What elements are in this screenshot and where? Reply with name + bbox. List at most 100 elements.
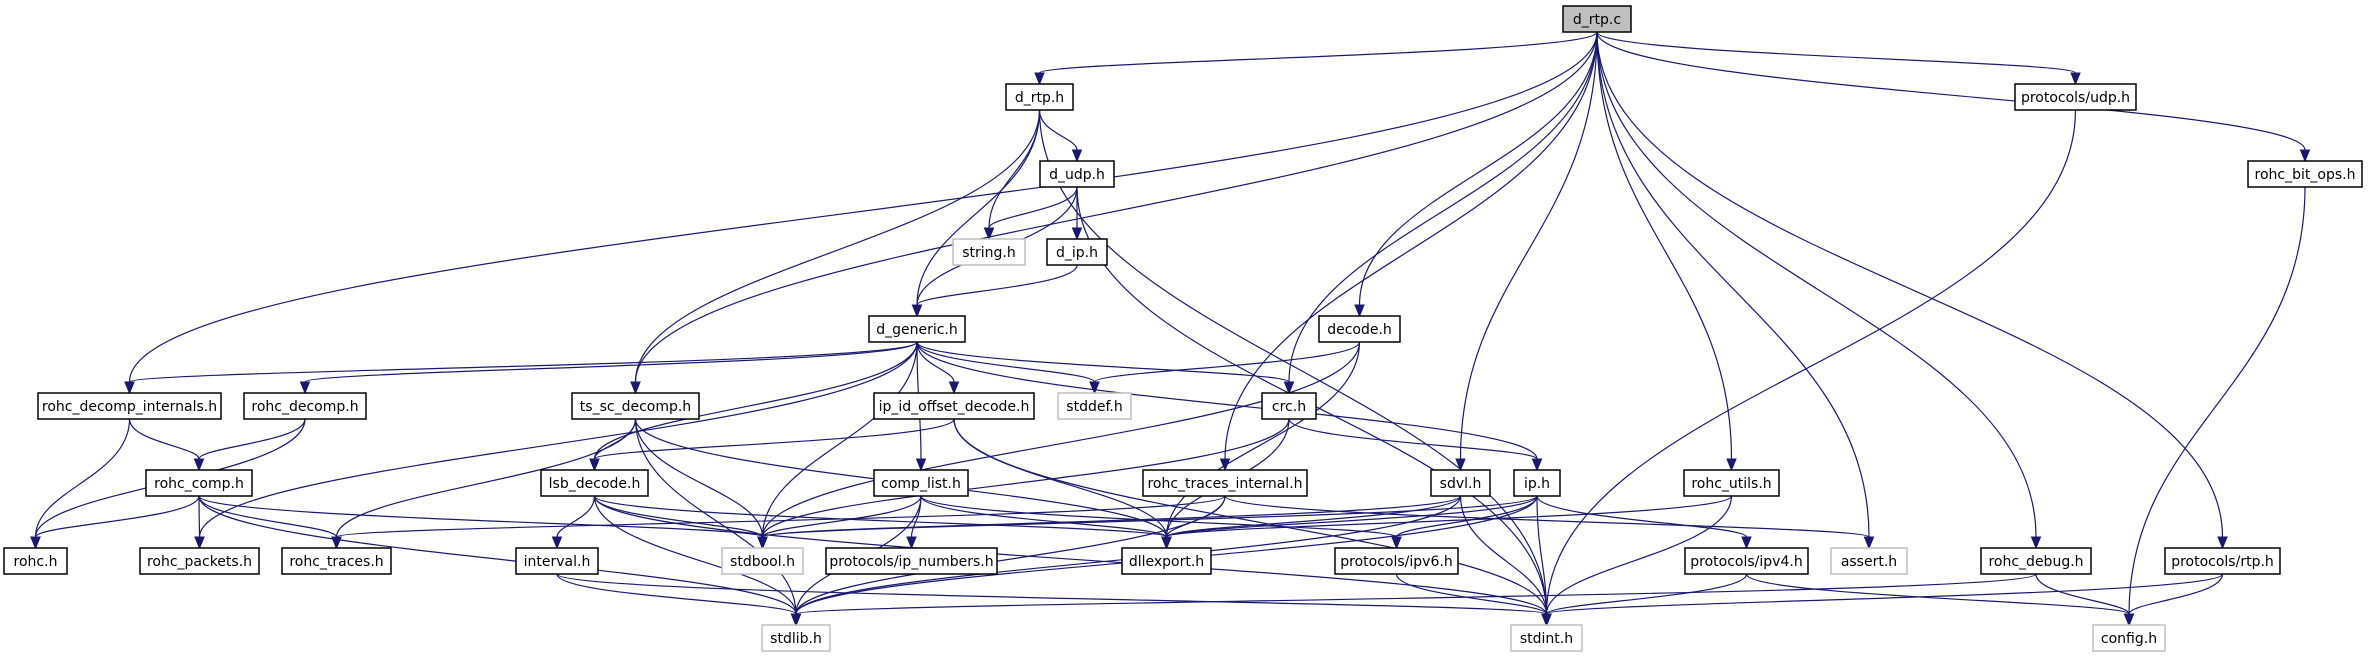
node-label: rohc_bit_ops.h xyxy=(2255,167,2356,183)
node-box xyxy=(571,392,700,420)
node-d-rtp-c[interactable]: d_rtp.c xyxy=(1562,5,1632,33)
node-comp-list-h[interactable]: comp_list.h xyxy=(873,469,969,497)
node-ip-h[interactable]: ip.h xyxy=(1513,469,1561,497)
edge-d-rtp-c-to-rohc-debug-h xyxy=(1596,31,2042,550)
node-label: rohc_debug.h xyxy=(1988,554,2083,570)
node-label: crc.h xyxy=(1272,399,1306,415)
arrowhead-icon xyxy=(915,458,927,472)
node-box xyxy=(721,547,804,575)
node-protocols-rtp-h[interactable]: protocols/rtp.h xyxy=(2164,547,2281,575)
edge-protocols-udp-h-to-stdint-h xyxy=(1541,109,2077,627)
arrowhead-icon xyxy=(1354,304,1365,318)
node-label: stddef.h xyxy=(1066,399,1122,415)
node-stdbool-h: stdbool.h xyxy=(721,547,804,575)
node-rohc-h[interactable]: rohc.h xyxy=(3,547,68,575)
node-d-generic-h[interactable]: d_generic.h xyxy=(868,315,966,343)
edge-line xyxy=(1545,573,2224,615)
node-label: rohc_decomp.h xyxy=(251,399,358,415)
node-rohc-decomp-h[interactable]: rohc_decomp.h xyxy=(243,392,367,420)
edge-line xyxy=(2035,573,2130,615)
edge-rohc-debug-h-to-config-h xyxy=(2035,573,2135,627)
edge-line xyxy=(556,573,1548,615)
node-protocols-ipv4-h[interactable]: protocols/ipv4.h xyxy=(1684,547,1809,575)
node-box xyxy=(873,469,969,497)
arrowhead-icon xyxy=(124,381,135,395)
arrowhead-icon xyxy=(1741,536,1752,550)
edge-d-generic-h-to-stddef-h xyxy=(916,341,1100,395)
node-label: ip_id_offset_decode.h xyxy=(879,399,1030,415)
edge-line xyxy=(198,418,306,460)
edge-line xyxy=(634,31,1598,383)
node-protocols-ip-numbers-h[interactable]: protocols/ip_numbers.h xyxy=(825,547,998,575)
node-protocols-ipv6-h[interactable]: protocols/ipv6.h xyxy=(1334,547,1459,575)
node-box xyxy=(1005,83,1074,111)
edge-line xyxy=(1545,573,1748,615)
edge-line xyxy=(1596,31,2306,151)
node-assert-h: assert.h xyxy=(1830,547,1908,575)
node-rohc-traces-internal-h[interactable]: rohc_traces_internal.h xyxy=(1142,469,1308,497)
node-label: dllexport.h xyxy=(1129,554,1204,570)
edge-line xyxy=(556,495,596,538)
node-crc-h[interactable]: crc.h xyxy=(1261,392,1317,420)
arrowhead-icon xyxy=(1726,458,1737,472)
edge-line xyxy=(556,573,797,615)
node-interval-h[interactable]: interval.h xyxy=(515,547,599,575)
edge-line xyxy=(761,341,1361,538)
node-decode-h[interactable]: decode.h xyxy=(1318,315,1401,343)
edge-line xyxy=(1395,495,1538,538)
arrowhead-icon xyxy=(1071,227,1083,241)
node-d-udp-h[interactable]: d_udp.h xyxy=(1039,160,1115,188)
node-box xyxy=(1318,315,1401,343)
node-box xyxy=(3,547,68,575)
node-stddef-h: stddef.h xyxy=(1057,392,1132,420)
node-d-rtp-h[interactable]: d_rtp.h xyxy=(1005,83,1074,111)
node-label: protocols/udp.h xyxy=(2021,90,2130,106)
nodes-layer: d_rtp.c d_rtp.h protocols/udp.h rohc_bit_op… xyxy=(3,5,2363,652)
node-label: rohc_decomp_internals.h xyxy=(42,399,217,415)
edge-d-rtp-c-to-d-rtp-h xyxy=(1034,31,1598,86)
arrowhead-icon xyxy=(1455,458,1466,472)
arrowhead-icon xyxy=(589,458,600,472)
node-rohc-debug-h[interactable]: rohc_debug.h xyxy=(1980,547,2092,575)
node-ip-id-offset-decode-h[interactable]: ip_id_offset_decode.h xyxy=(873,392,1035,420)
node-label: d_rtp.h xyxy=(1015,90,1064,106)
node-box xyxy=(1430,469,1491,497)
edge-rohc-decomp-h-to-rohc-comp-h xyxy=(193,418,306,472)
node-d-ip-h[interactable]: d_ip.h xyxy=(1046,238,1108,266)
node-box xyxy=(1980,547,2092,575)
node-rohc-utils-h[interactable]: rohc_utils.h xyxy=(1683,469,1780,497)
edge-line xyxy=(1358,31,1598,306)
node-box xyxy=(1562,5,1632,33)
edge-d-generic-h-to-rohc-decomp-h xyxy=(299,341,918,395)
edge-protocols-rtp-h-to-config-h xyxy=(2123,573,2224,627)
edge-line xyxy=(916,341,1290,383)
node-protocols-udp-h[interactable]: protocols/udp.h xyxy=(2014,83,2137,111)
node-rohc-traces-h[interactable]: rohc_traces.h xyxy=(281,547,392,575)
node-rohc-packets-h[interactable]: rohc_packets.h xyxy=(139,547,260,575)
node-lsb-decode-h[interactable]: lsb_decode.h xyxy=(540,469,649,497)
arrowhead-icon xyxy=(2299,149,2311,163)
node-box xyxy=(761,624,831,652)
node-label: comp_list.h xyxy=(881,476,961,492)
arrowhead-icon xyxy=(1161,536,1172,550)
arrowhead-icon xyxy=(1071,149,1083,163)
node-label: sdvl.h xyxy=(1440,476,1482,492)
node-rohc-comp-h[interactable]: rohc_comp.h xyxy=(145,469,253,497)
edge-rohc-utils-h-to-dllexport-h xyxy=(1161,495,1733,550)
edge-rohc-comp-h-to-stdbool-h xyxy=(198,495,768,550)
node-rohc-decomp-internals-h[interactable]: rohc_decomp_internals.h xyxy=(37,392,222,420)
edge-rohc-traces-internal-h-to-rohc-traces-h xyxy=(331,495,1226,550)
edge-line xyxy=(761,495,1538,538)
node-label: rohc_comp.h xyxy=(154,476,244,492)
node-rohc-bit-ops-h[interactable]: rohc_bit_ops.h xyxy=(2247,160,2363,188)
node-sdvl-h[interactable]: sdvl.h xyxy=(1430,469,1491,497)
arrowhead-icon xyxy=(983,227,995,241)
edge-line xyxy=(593,495,1548,615)
node-dllexport-h[interactable]: dllexport.h xyxy=(1121,547,1212,575)
edge-line xyxy=(761,418,1290,538)
edge-d-rtp-h-to-ts-sc-decomp-h xyxy=(630,109,1041,395)
node-box xyxy=(1039,160,1115,188)
edge-d-rtp-c-to-rohc-bit-ops-h xyxy=(1596,31,2311,163)
edge-line xyxy=(1596,31,2077,74)
node-ts-sc-decomp-h[interactable]: ts_sc_decomp.h xyxy=(571,392,700,420)
